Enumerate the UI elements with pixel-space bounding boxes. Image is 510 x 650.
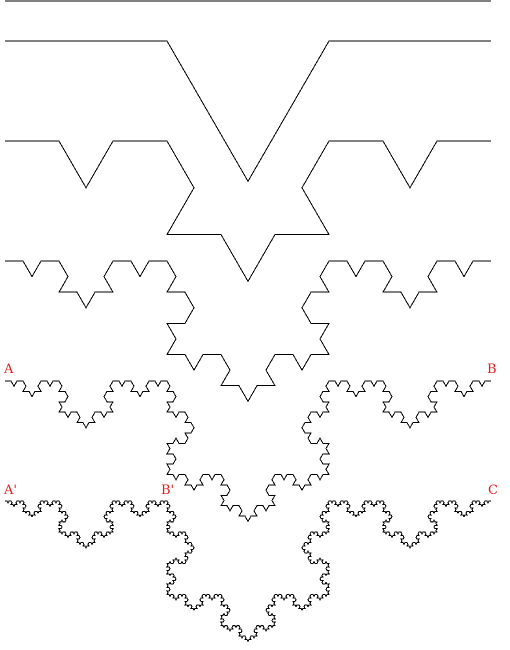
- label-b: B: [487, 362, 497, 377]
- koch-curve-iteration-3: [5, 260, 491, 403]
- koch-curve-iteration-5: [5, 500, 491, 643]
- koch-curve-iteration-1: [5, 40, 491, 183]
- label-b-prime: B': [161, 483, 174, 498]
- koch-curve-iteration-4: [5, 380, 491, 523]
- label-a-prime: A': [3, 483, 17, 498]
- koch-curves: [5, 0, 491, 643]
- label-c: C: [488, 483, 498, 498]
- koch-curve-iteration-2: [5, 140, 491, 283]
- label-a: A: [3, 362, 14, 377]
